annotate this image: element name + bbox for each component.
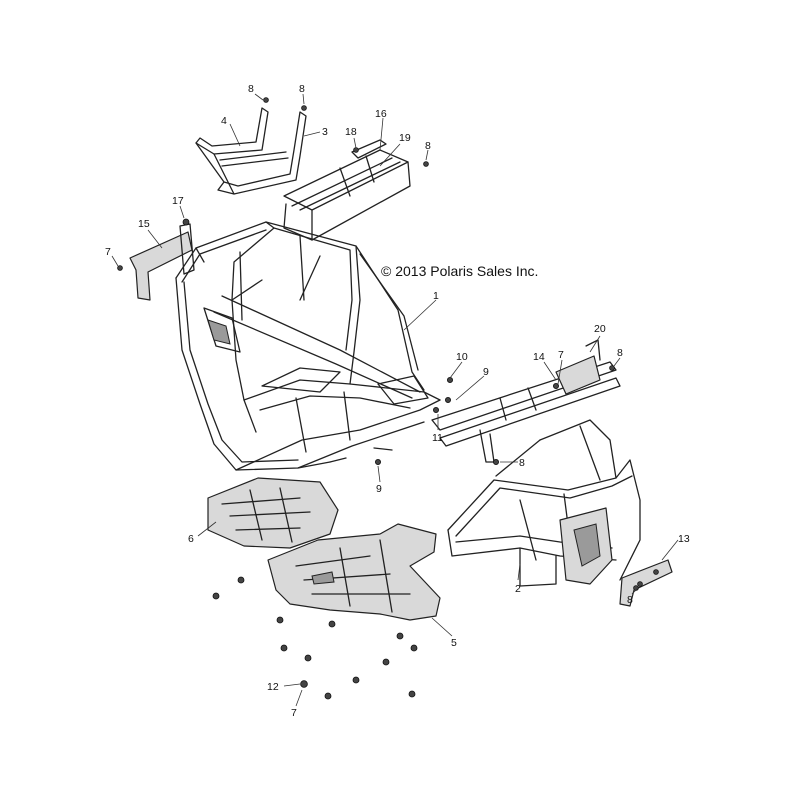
fastener xyxy=(410,644,418,652)
callout-2: 2 xyxy=(515,583,521,595)
fastener xyxy=(382,658,390,666)
callout-20: 20 xyxy=(594,323,606,335)
callout-5: 5 xyxy=(451,637,457,649)
callout-labels: 8 8 4 3 16 18 19 8 17 15 7 1 20 14 7 8 1… xyxy=(105,83,690,719)
callout-4: 4 xyxy=(221,115,227,127)
callout-8: 8 xyxy=(627,594,633,606)
fastener xyxy=(446,376,453,383)
fastener xyxy=(432,406,439,413)
fastener xyxy=(280,644,288,652)
fastener xyxy=(423,161,429,167)
fastener xyxy=(353,147,359,153)
fastener xyxy=(374,458,381,465)
fastener xyxy=(444,396,451,403)
main-skid-plate xyxy=(267,523,441,621)
callout-8: 8 xyxy=(299,83,305,95)
seat-rack-assembly xyxy=(283,139,411,241)
side-bracket-left xyxy=(129,218,195,301)
callout-11: 11 xyxy=(432,432,443,444)
fastener xyxy=(328,620,336,628)
callout-14: 14 xyxy=(533,351,545,363)
fastener xyxy=(263,97,269,103)
front-frame xyxy=(447,419,641,587)
fastener xyxy=(609,365,615,371)
loose-fasteners xyxy=(117,97,643,700)
callout-13: 13 xyxy=(678,533,690,545)
fastener xyxy=(301,105,307,111)
front-crossbar-assembly xyxy=(431,339,621,463)
fastener xyxy=(276,616,284,624)
callout-6: 6 xyxy=(188,533,194,545)
fastener xyxy=(352,676,360,684)
callout-10: 10 xyxy=(456,351,468,363)
fastener xyxy=(117,265,123,271)
callout-12: 12 xyxy=(267,681,279,693)
callout-7: 7 xyxy=(105,246,111,258)
callout-3: 3 xyxy=(322,126,328,138)
leader-lines xyxy=(111,93,679,707)
callout-9: 9 xyxy=(376,483,382,495)
callout-7: 7 xyxy=(291,707,297,719)
fastener xyxy=(408,690,416,698)
callout-19: 19 xyxy=(399,132,411,144)
callout-8: 8 xyxy=(248,83,254,95)
callout-15: 15 xyxy=(138,218,150,230)
main-frame xyxy=(175,221,441,471)
callout-8: 8 xyxy=(425,140,431,152)
fastener xyxy=(324,692,332,700)
callout-8: 8 xyxy=(519,457,525,469)
callout-16: 16 xyxy=(375,108,387,120)
callout-8: 8 xyxy=(617,347,623,359)
callout-17: 17 xyxy=(172,195,184,207)
callout-7: 7 xyxy=(558,349,564,361)
callout-18: 18 xyxy=(345,126,357,138)
callout-9: 9 xyxy=(483,366,489,378)
callout-1: 1 xyxy=(433,290,439,302)
fastener xyxy=(304,654,312,662)
fastener xyxy=(492,458,499,465)
fastener xyxy=(300,680,308,688)
fastener xyxy=(237,576,245,584)
fastener xyxy=(212,592,220,600)
floor-skid-plate xyxy=(207,477,339,549)
fastener xyxy=(396,632,404,640)
upper-brace-brackets xyxy=(195,107,307,195)
fastener xyxy=(637,581,643,587)
copyright-text: © 2013 Polaris Sales Inc. xyxy=(381,263,538,279)
